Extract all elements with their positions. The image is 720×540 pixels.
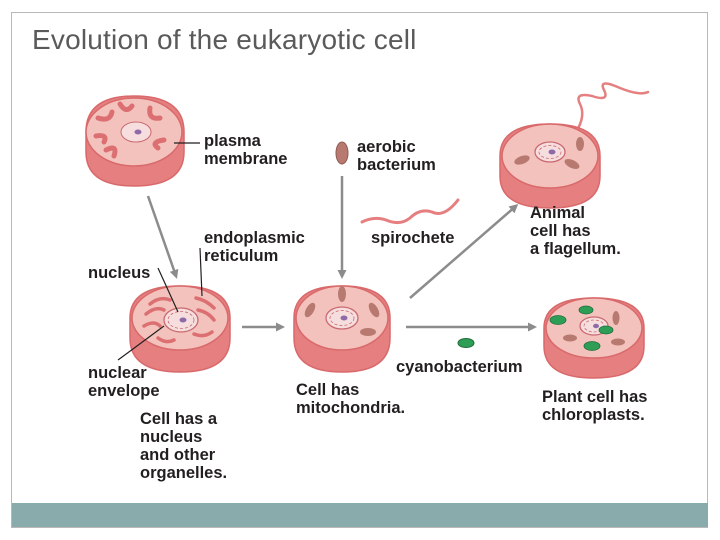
label-plasma-membrane: plasma membrane (204, 132, 287, 168)
label-endoplasmic-reticulum: endoplasmic reticulum (204, 229, 309, 265)
aerobic-bacterium (335, 141, 349, 165)
animal-cell (499, 82, 650, 209)
leader-lines (117, 142, 203, 361)
arrow-to-animal-cell (409, 204, 519, 299)
mitochondria (563, 311, 625, 346)
label-animal-cell: Animal cell has a flagellum. (530, 204, 621, 258)
label-nuclear-envelope: nuclear envelope (88, 364, 160, 400)
arrow-ancestral-to-nucleated (146, 195, 179, 279)
leader-er (199, 247, 203, 297)
ancestral-cell (85, 95, 185, 187)
cyanobacterium (457, 338, 475, 348)
nucleated-cell (129, 285, 231, 373)
mitochondria (514, 137, 584, 169)
footer-bar (12, 503, 708, 527)
plasma-membrane-infoldings (93, 101, 167, 159)
label-aerobic-bacterium: aerobic bacterium (357, 138, 436, 174)
label-cyanobacterium: cyanobacterium (396, 358, 523, 376)
label-cell-has-mitochondria: Cell has mitochondria. (296, 381, 405, 417)
nucleus (534, 141, 566, 163)
slide-title: Evolution of the eukaryotic cell (32, 24, 417, 55)
label-nucleus: nucleus (88, 264, 150, 282)
plant-cell (543, 297, 645, 379)
mitochondria (304, 286, 380, 336)
leader-nuclear-envelope (117, 325, 165, 361)
label-spirochete: spirochete (371, 229, 454, 247)
nucleoid (120, 121, 152, 143)
flagellum (574, 82, 650, 134)
label-cell-has-nucleus: Cell has a nucleus and other organelles. (140, 410, 227, 482)
label-plant-cell: Plant cell has chloroplasts. (542, 388, 652, 424)
nucleus (163, 307, 199, 333)
chloroplasts (549, 305, 614, 351)
nucleus (325, 306, 359, 330)
endoplasmic-reticulum (142, 296, 216, 344)
mitochondria-cell (293, 285, 391, 373)
leader-nucleus (157, 267, 179, 313)
spirochete (360, 198, 460, 225)
arrows (146, 176, 537, 332)
